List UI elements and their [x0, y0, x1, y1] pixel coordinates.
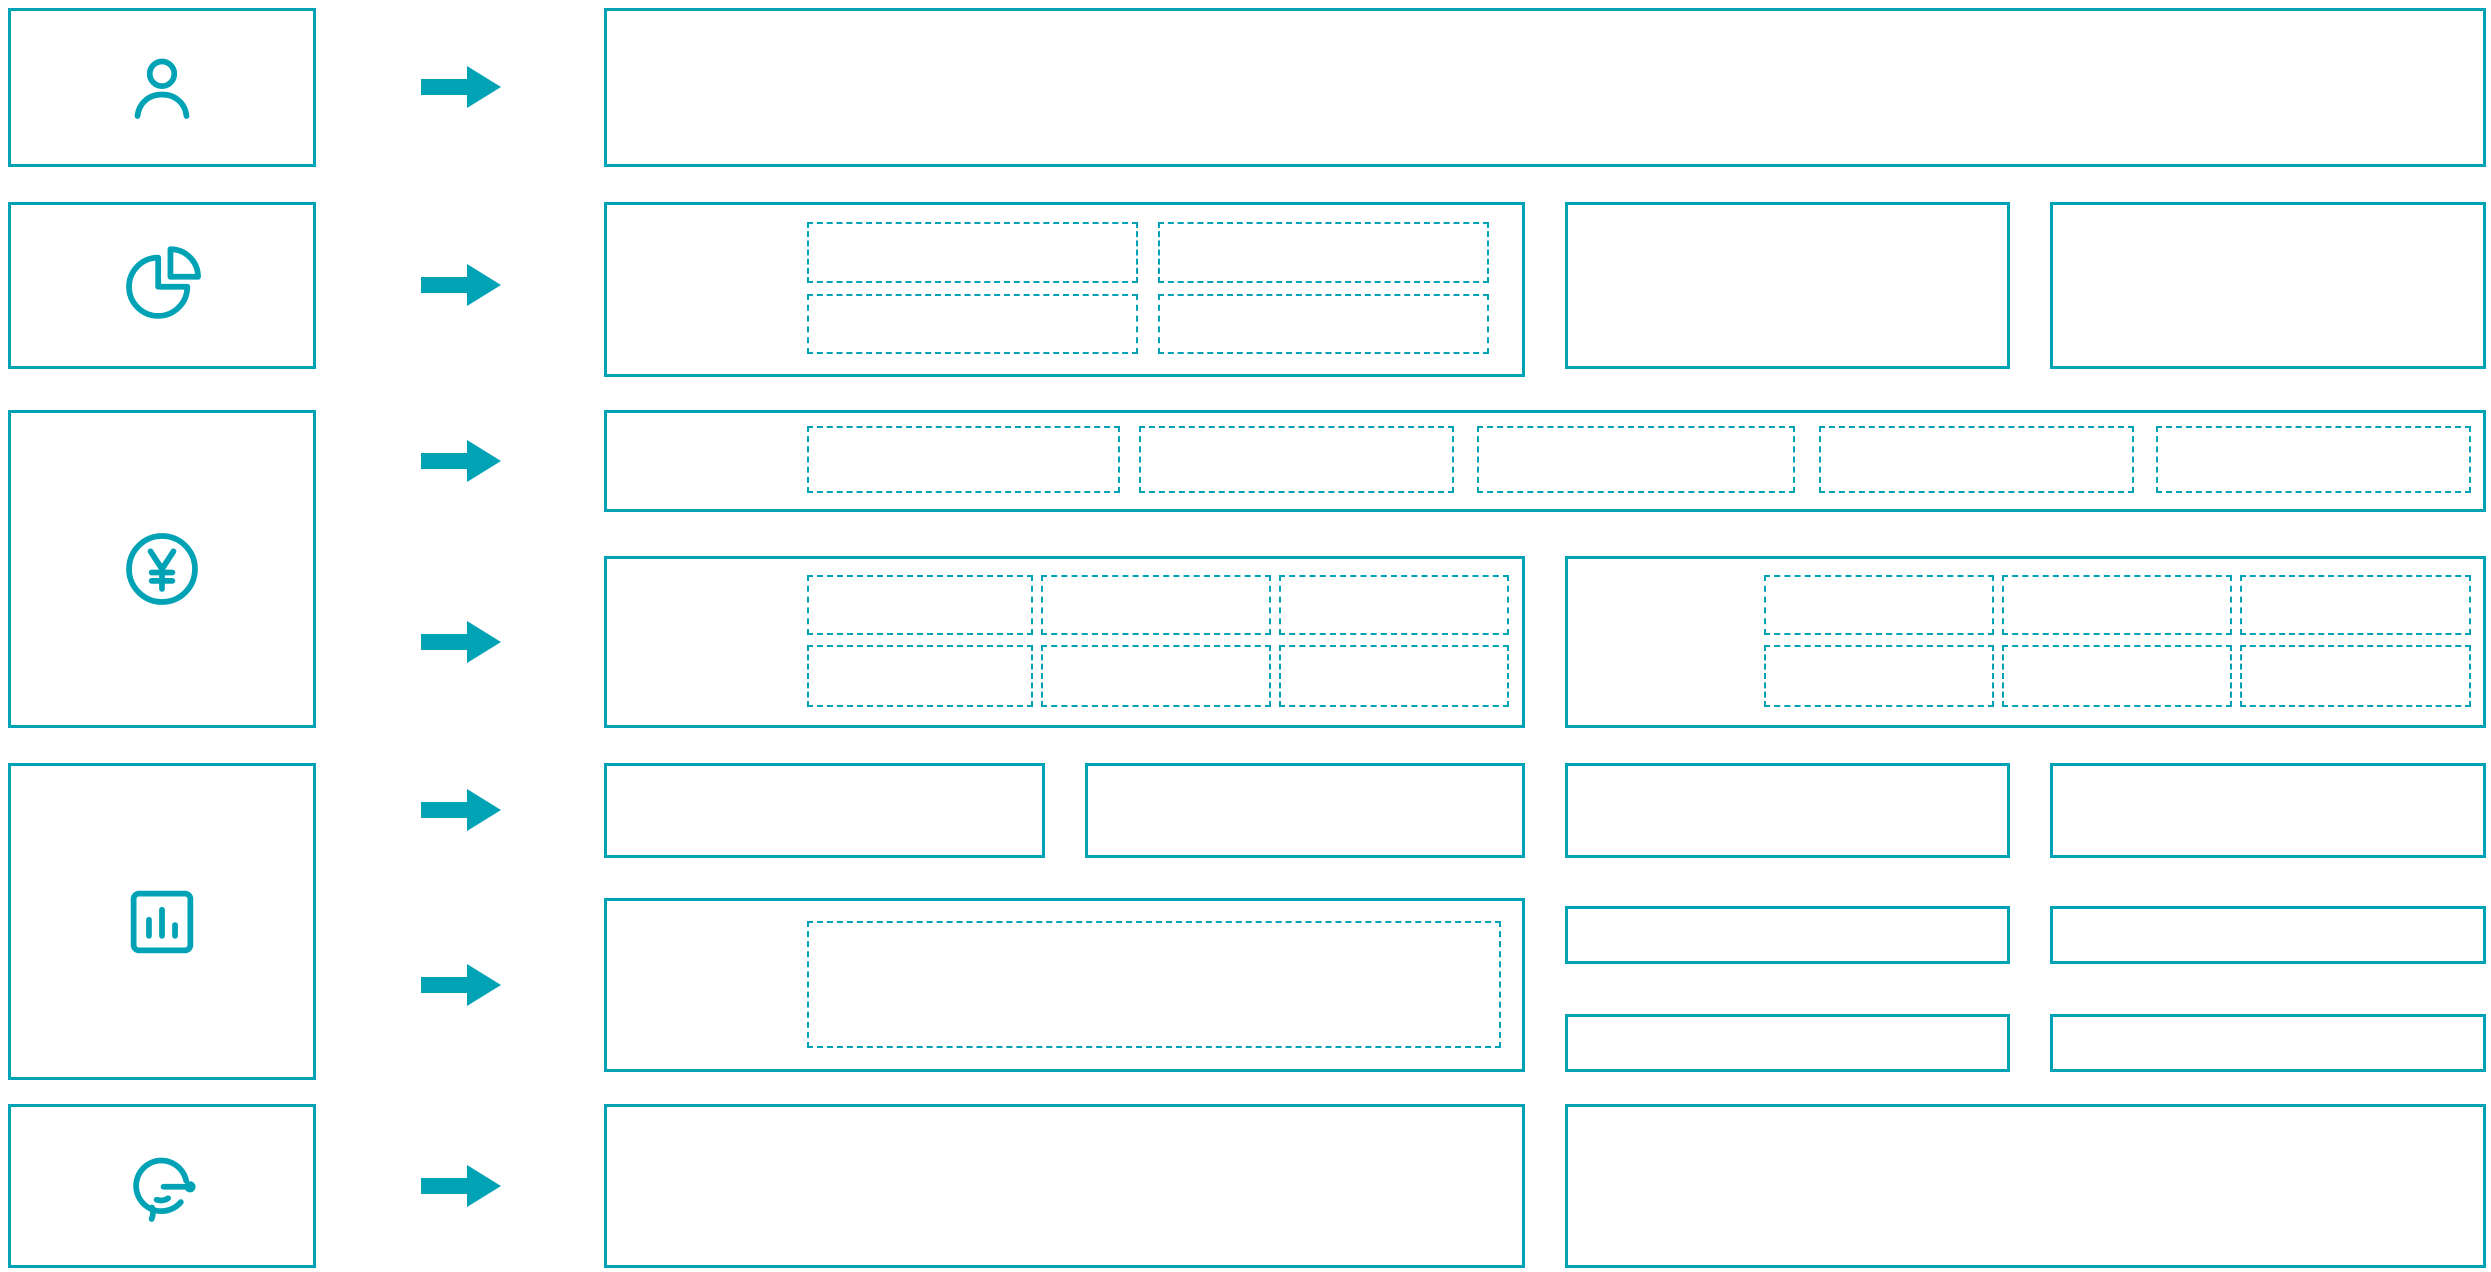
stage-box-bar-chart [8, 763, 316, 1080]
bar-chart-icon [130, 890, 194, 953]
stage-box-pie-chart [8, 202, 316, 369]
right-arrow-icon [421, 977, 467, 993]
dashed-cell [1477, 426, 1795, 493]
content-box [604, 202, 1525, 377]
content-box [604, 1104, 1525, 1268]
dashed-cell [1041, 575, 1271, 635]
dashed-cell [1279, 575, 1509, 635]
dashed-cell [807, 645, 1033, 707]
content-box [604, 763, 1045, 858]
content-box [1565, 1014, 2010, 1072]
user-icon [134, 58, 190, 119]
yen-coin-icon [126, 533, 198, 605]
dashed-cell [1279, 645, 1509, 707]
stage-box-yen [8, 410, 316, 728]
dashed-cell [2240, 645, 2471, 707]
content-box [2050, 202, 2486, 369]
dashed-cell [1139, 426, 1454, 493]
right-arrow-icon [421, 277, 467, 293]
dashed-cell [1764, 575, 1994, 635]
content-box [2050, 1014, 2486, 1072]
right-arrow-icon [421, 453, 467, 469]
right-arrow-icon [421, 802, 467, 818]
dashed-cell [2240, 575, 2471, 635]
dashed-cell [2002, 645, 2232, 707]
content-box [1565, 556, 2486, 728]
dashed-cell [807, 222, 1138, 283]
content-box [1565, 202, 2010, 369]
dashed-cell [807, 921, 1501, 1048]
content-box [604, 898, 1525, 1072]
dashed-cell [2002, 575, 2232, 635]
dashed-cell [1158, 294, 1489, 354]
content-box [1085, 763, 1525, 858]
right-arrow-icon [421, 79, 467, 95]
dashed-cell [2156, 426, 2471, 493]
pie-chart-icon [126, 245, 201, 319]
content-box [604, 8, 2486, 167]
dashed-cell [807, 575, 1033, 635]
dashed-cell [807, 294, 1138, 354]
content-box [1565, 1104, 2486, 1268]
stage-box-user [8, 8, 316, 167]
right-arrow-icon [421, 1178, 467, 1194]
dashed-cell [1819, 426, 2134, 493]
dashed-cell [1158, 222, 1489, 283]
content-box [2050, 763, 2486, 858]
stage-box-support [8, 1104, 316, 1268]
dashed-cell [1764, 645, 1994, 707]
content-box [1565, 763, 2010, 858]
dashed-cell [1041, 645, 1271, 707]
content-box [604, 556, 1525, 728]
content-box [2050, 906, 2486, 964]
support-agent-icon [133, 1157, 196, 1222]
dashed-cell [807, 426, 1120, 493]
content-box [1565, 906, 2010, 964]
right-arrow-icon [421, 634, 467, 650]
